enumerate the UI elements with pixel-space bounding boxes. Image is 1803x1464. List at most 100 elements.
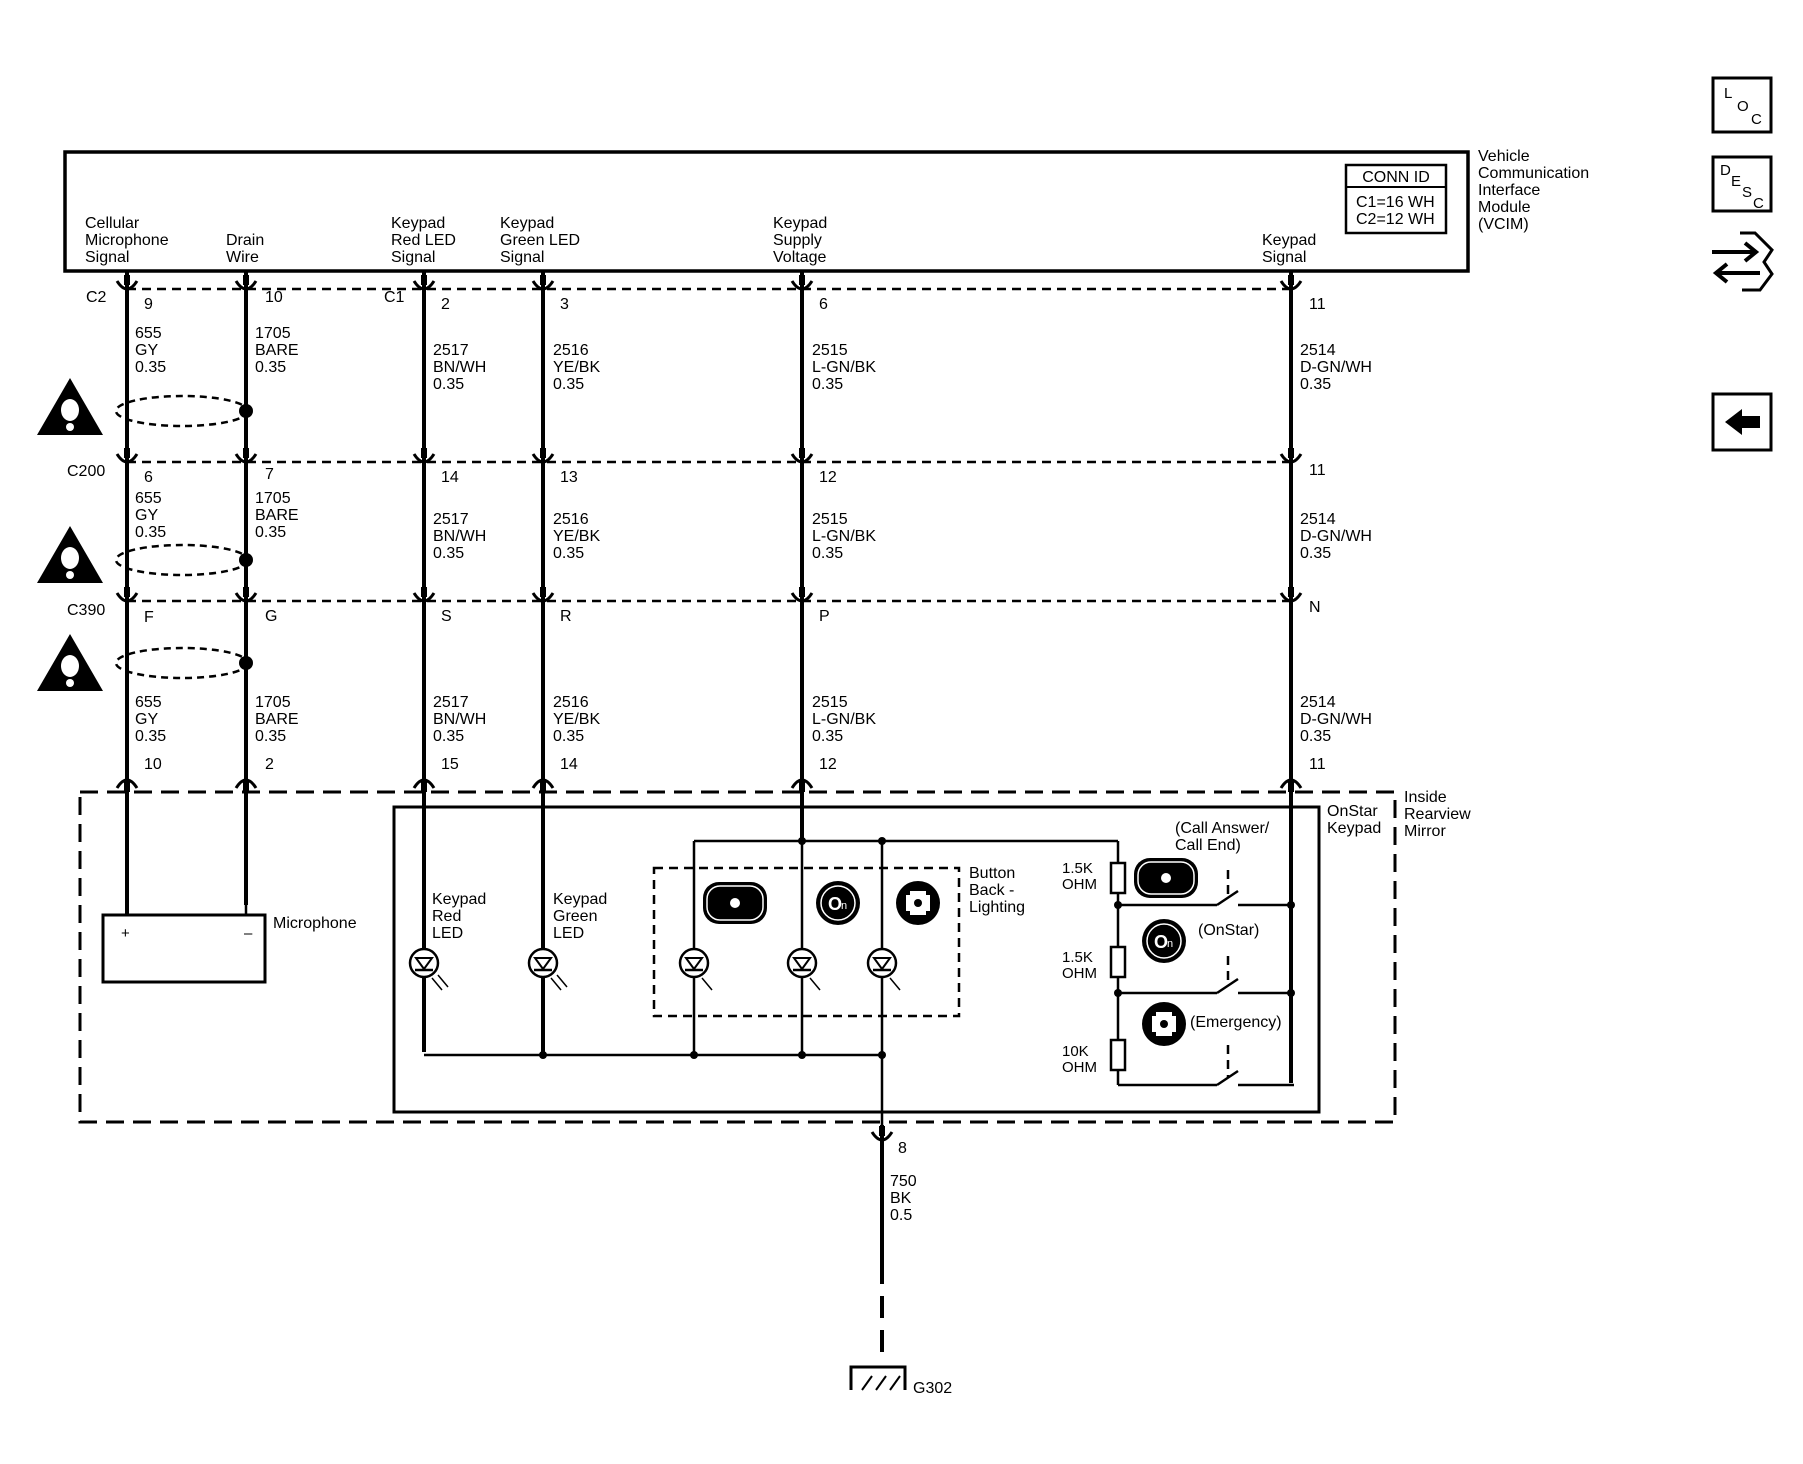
svg-text:Drain: Drain xyxy=(226,232,264,249)
svg-text:12: 12 xyxy=(819,756,837,773)
resistor-switch-network: 1.5K OHM 1.5K OHM 10K OHM (Call Answer/ … xyxy=(1062,820,1295,1087)
svg-text:BN/WH: BN/WH xyxy=(433,359,486,376)
svg-text:0.35: 0.35 xyxy=(255,524,286,541)
svg-text:LED: LED xyxy=(432,925,463,942)
svg-text:(Emergency): (Emergency) xyxy=(1190,1014,1282,1031)
svg-text:OHM: OHM xyxy=(1062,876,1097,893)
svg-text:6: 6 xyxy=(144,469,153,486)
svg-text:10K: 10K xyxy=(1062,1043,1089,1060)
warning-icon[interactable] xyxy=(37,526,103,583)
description-button[interactable]: D E S C xyxy=(1711,155,1773,213)
svg-text:OnStar: OnStar xyxy=(1327,803,1378,820)
backlight-led xyxy=(678,947,713,991)
svg-text:L-GN/BK: L-GN/BK xyxy=(812,359,876,376)
svg-text:Green: Green xyxy=(553,908,597,925)
svg-text:BN/WH: BN/WH xyxy=(433,711,486,728)
svg-text:0.35: 0.35 xyxy=(433,376,464,393)
svg-text:0.35: 0.35 xyxy=(1300,545,1331,562)
signal-label-red-led: Keypad Red LED Signal xyxy=(391,215,456,266)
connector-terminal xyxy=(115,280,139,291)
svg-text:1.5K: 1.5K xyxy=(1062,949,1093,966)
svg-text:2: 2 xyxy=(441,296,450,313)
svg-text:YE/BK: YE/BK xyxy=(553,528,600,545)
connector-terminal xyxy=(115,778,139,789)
svg-text:YE/BK: YE/BK xyxy=(553,711,600,728)
svg-text:9: 9 xyxy=(144,296,153,313)
svg-text:2517: 2517 xyxy=(433,694,469,711)
svg-text:GY: GY xyxy=(135,711,158,728)
mirror-name: Inside Rearview Mirror xyxy=(1404,789,1471,840)
warning-icon[interactable] xyxy=(37,634,103,691)
svg-text:0.35: 0.35 xyxy=(1300,376,1331,393)
svg-text:(VCIM): (VCIM) xyxy=(1478,216,1529,233)
svg-text:13: 13 xyxy=(560,469,578,486)
conn-id-box: CONN ID C1=16 WH C2=12 WH xyxy=(1344,163,1448,235)
svg-text:Lighting: Lighting xyxy=(969,899,1025,916)
back-arrow-button[interactable] xyxy=(1711,392,1773,452)
svg-text:BARE: BARE xyxy=(255,711,299,728)
svg-text:2514: 2514 xyxy=(1300,342,1336,359)
inside-rearview-mirror-boundary xyxy=(78,790,1397,1124)
svg-text:Module: Module xyxy=(1478,199,1531,216)
connector-end-view-icon[interactable] xyxy=(1712,231,1774,292)
svg-text:2515: 2515 xyxy=(812,694,848,711)
svg-text:2515: 2515 xyxy=(812,511,848,528)
svg-text:C2=12 WH: C2=12 WH xyxy=(1356,211,1435,228)
svg-text:Signal: Signal xyxy=(391,249,435,266)
connector-pin xyxy=(1288,587,1294,597)
svg-text:–: – xyxy=(244,925,253,942)
svg-text:C390: C390 xyxy=(67,602,105,619)
svg-text:3: 3 xyxy=(560,296,569,313)
connector-pin xyxy=(540,275,546,285)
svg-text:655: 655 xyxy=(135,490,162,507)
svg-text:6: 6 xyxy=(819,296,828,313)
svg-text:BARE: BARE xyxy=(255,507,299,524)
connector-row-mirror: 10 2 15 14 12 11 xyxy=(144,756,1326,773)
svg-text:0.35: 0.35 xyxy=(812,545,843,562)
svg-text:n: n xyxy=(841,900,847,912)
svg-text:0.35: 0.35 xyxy=(553,376,584,393)
svg-text:D-GN/WH: D-GN/WH xyxy=(1300,359,1372,376)
connector-pin xyxy=(1288,782,1294,792)
connector-terminal xyxy=(234,778,258,789)
signal-label-green-led: Keypad Green LED Signal xyxy=(500,215,580,266)
svg-text:(OnStar): (OnStar) xyxy=(1198,922,1259,939)
connector-terminal xyxy=(234,592,258,603)
svg-text:L: L xyxy=(1724,85,1732,102)
connector-terminal xyxy=(531,280,555,291)
svg-text:F: F xyxy=(144,609,154,626)
connector-terminal xyxy=(115,453,139,464)
svg-text:0.35: 0.35 xyxy=(553,728,584,745)
svg-text:L-GN/BK: L-GN/BK xyxy=(812,711,876,728)
signal-label-keypad: Keypad Signal xyxy=(1262,232,1316,266)
connector-terminal xyxy=(234,280,258,291)
svg-text:O: O xyxy=(1737,98,1749,115)
svg-text:0.35: 0.35 xyxy=(255,359,286,376)
svg-text:S: S xyxy=(441,608,452,625)
svg-text:655: 655 xyxy=(135,694,162,711)
svg-text:(Call Answer/: (Call Answer/ xyxy=(1175,820,1270,837)
connector-pin xyxy=(243,448,249,458)
connector-row-c200: C200 6 7 14 13 12 11 xyxy=(67,460,1326,486)
warning-icon[interactable] xyxy=(37,378,103,435)
svg-text:1.5K: 1.5K xyxy=(1062,860,1093,877)
connector-pin xyxy=(540,782,546,792)
svg-text:Red: Red xyxy=(432,908,461,925)
svg-text:1705: 1705 xyxy=(255,325,291,342)
connector-terminal xyxy=(790,778,814,789)
svg-text:Supply: Supply xyxy=(773,232,822,249)
svg-text:11: 11 xyxy=(1309,756,1326,773)
svg-text:0.35: 0.35 xyxy=(433,545,464,562)
svg-text:C: C xyxy=(1751,111,1762,128)
shield-1 xyxy=(114,394,253,428)
svg-text:C1: C1 xyxy=(384,289,405,306)
connector-pin xyxy=(540,587,546,597)
backlight-led xyxy=(866,947,901,991)
svg-text:Microphone: Microphone xyxy=(273,915,357,932)
svg-text:Mirror: Mirror xyxy=(1404,823,1446,840)
svg-text:1705: 1705 xyxy=(255,694,291,711)
svg-text:OHM: OHM xyxy=(1062,1059,1097,1076)
svg-text:Call End): Call End) xyxy=(1175,837,1241,854)
module-name: Vehicle Communication Interface Module (… xyxy=(1478,148,1589,233)
location-button[interactable]: L O C xyxy=(1711,76,1773,134)
